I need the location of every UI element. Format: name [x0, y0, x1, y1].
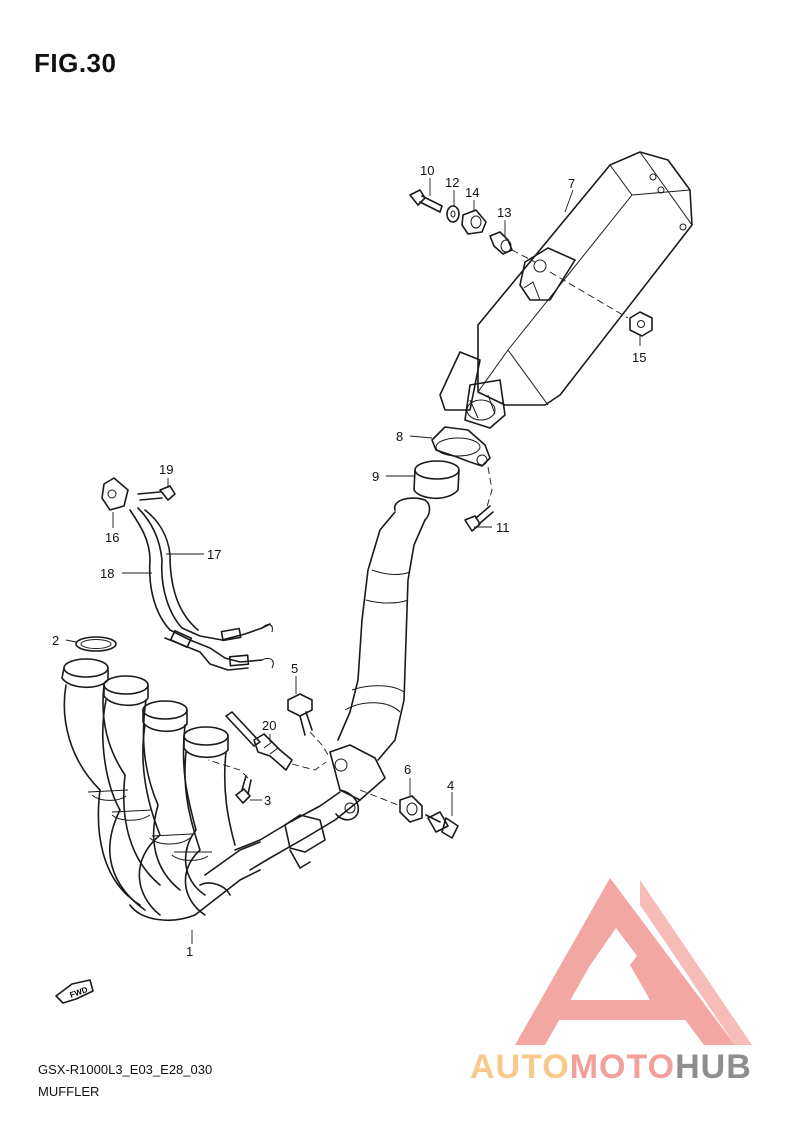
callout-2: 2 [52, 633, 59, 648]
exhaust-headers [61, 658, 261, 921]
callout-18: 18 [100, 566, 114, 581]
callout-3: 3 [264, 793, 271, 808]
wiring-harness [101, 477, 274, 671]
muffler-mount-hardware [409, 189, 536, 263]
forward-direction-marker: FWD [55, 979, 94, 1004]
watermark-auto: AUTO [470, 1048, 570, 1086]
bolt-5 [287, 693, 331, 759]
gasket [413, 460, 460, 500]
callout-20: 20 [262, 718, 276, 733]
callout-numbers: 1 2 3 4 5 6 7 8 9 10 11 12 13 14 15 16 1… [52, 163, 646, 959]
figure-caption: MUFFLER [38, 1084, 100, 1099]
clamp [431, 426, 491, 467]
callout-12: 12 [445, 175, 459, 190]
collar-6 [359, 789, 423, 823]
nut-15 [549, 271, 653, 337]
watermark-hub: HUB [675, 1048, 752, 1086]
callout-1: 1 [186, 944, 193, 959]
muffler [439, 151, 693, 429]
callout-13: 13 [497, 205, 511, 220]
callout-10: 10 [420, 163, 434, 178]
callout-6: 6 [404, 762, 411, 777]
callout-9: 9 [372, 469, 379, 484]
figure-title: FIG.30 [34, 48, 117, 78]
oxygen-sensor [225, 711, 327, 771]
watermark-logo [515, 878, 752, 1045]
callout-8: 8 [396, 429, 403, 444]
watermark-moto: MOTO [569, 1048, 676, 1086]
bolt-4 [425, 811, 459, 839]
bolt-3 [207, 759, 252, 804]
callout-leaders [65, 178, 641, 944]
bolt-11 [464, 466, 494, 532]
callout-5: 5 [291, 661, 298, 676]
callout-16: 16 [105, 530, 119, 545]
gasket-2 [75, 636, 117, 652]
callout-15: 15 [632, 350, 646, 365]
callout-4: 4 [447, 778, 454, 793]
callout-14: 14 [465, 185, 479, 200]
callout-17: 17 [207, 547, 221, 562]
callout-7: 7 [568, 176, 575, 191]
callout-11: 11 [496, 520, 510, 535]
mid-pipe [234, 497, 431, 871]
callout-19: 19 [159, 462, 173, 477]
figure-code: GSX-R1000L3_E03_E28_030 [38, 1062, 213, 1077]
watermark-text: AUTOMOTOHUB [470, 1048, 752, 1087]
